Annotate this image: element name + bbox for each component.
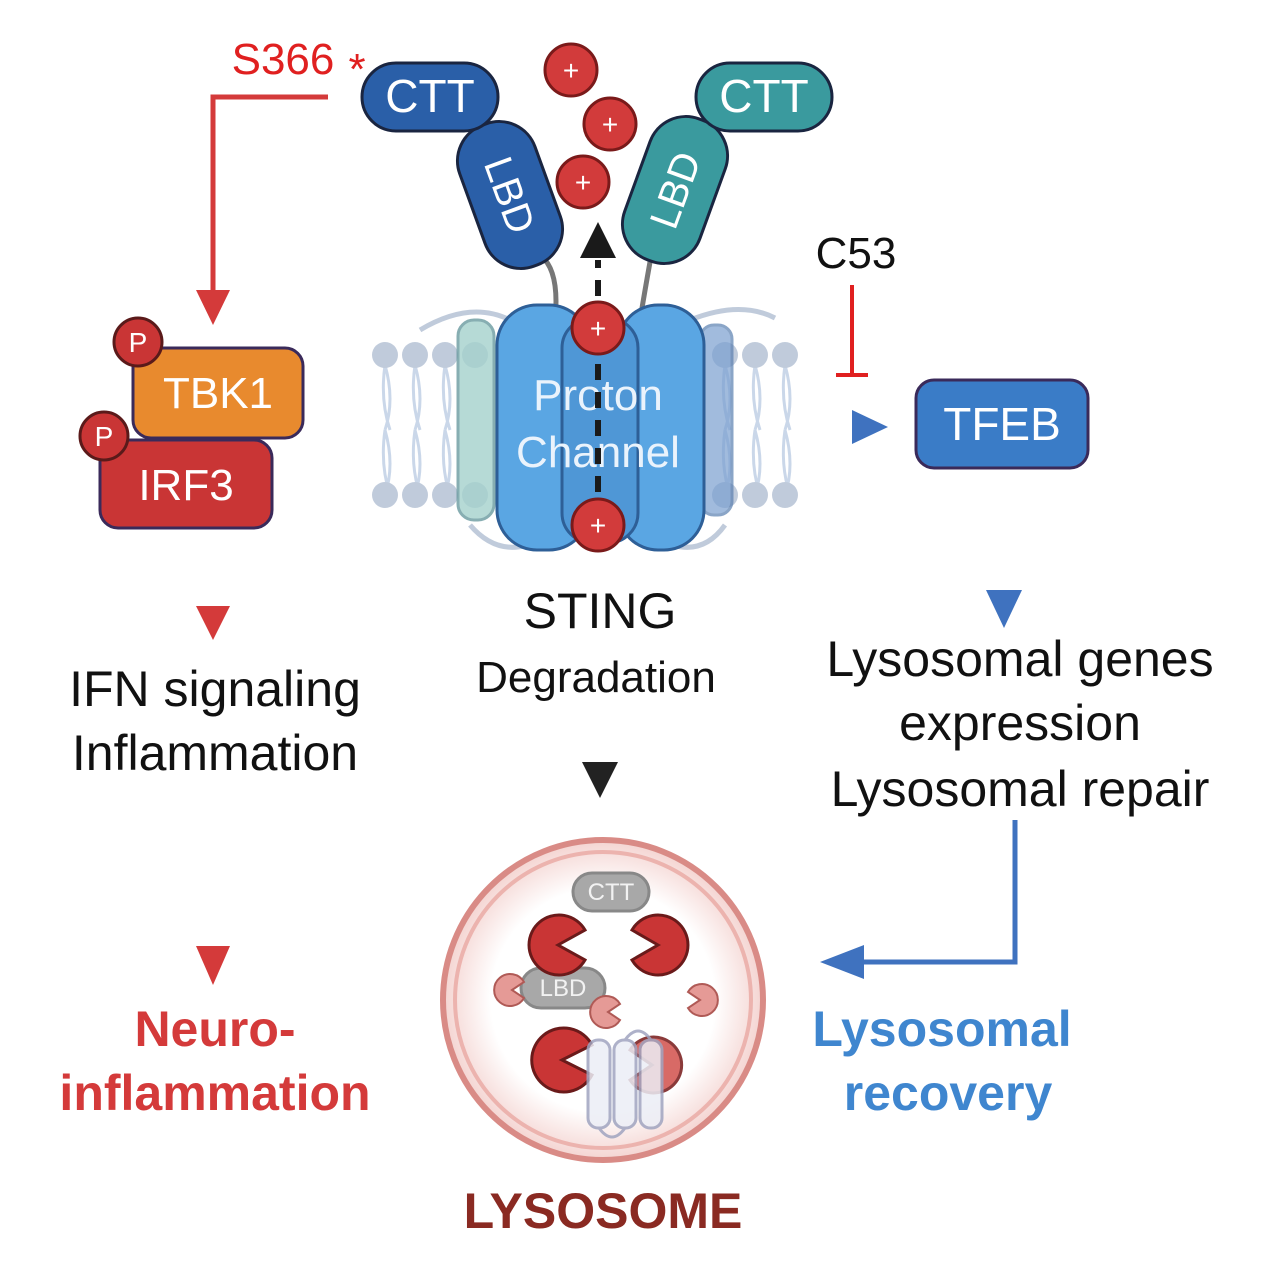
lysosomal-recovery-line2: recovery <box>844 1065 1053 1121</box>
proton-ion: + <box>555 154 611 210</box>
sting-to-tfeb-arrow <box>735 410 888 444</box>
ifn-to-neuro-arrow <box>196 812 230 985</box>
tbk1-box: TBK1 <box>131 346 305 440</box>
proton-ion: + <box>543 42 599 98</box>
proton-channel <box>495 303 706 552</box>
svg-text:+: + <box>575 167 591 198</box>
tfeb-box: TFEB <box>914 378 1090 470</box>
lysosome: CTT LBD <box>440 837 766 1163</box>
right-ctt-label: CTT <box>719 70 808 122</box>
svg-text:+: + <box>590 510 606 541</box>
svg-text:+: + <box>602 109 618 140</box>
degraded-transmembrane <box>586 1029 664 1139</box>
svg-text:+: + <box>590 313 606 344</box>
inflammation-text: Inflammation <box>72 725 358 781</box>
right-ctt-domain: CTT <box>694 61 834 133</box>
irf3-phospho-badge: P <box>78 410 130 462</box>
lysosomal-protease <box>493 973 526 1007</box>
svg-text:+: + <box>563 55 579 86</box>
irf3-phospho-label: P <box>95 421 114 452</box>
lysosomal-recovery-line1: Lysosomal <box>812 1001 1071 1057</box>
ifn-signaling-text: IFN signaling <box>69 661 361 717</box>
left-ctt-domain: CTT <box>360 61 500 133</box>
right-lbd-domain: LBD <box>620 115 730 265</box>
s366-signal-arrow <box>196 94 328 325</box>
lysosome-lbd-label: LBD <box>540 975 587 1002</box>
lysosomal-protease <box>527 913 588 977</box>
degraded-ctt-fragment <box>571 871 651 913</box>
degradation-label: Degradation <box>476 653 716 702</box>
tfeb-label: TFEB <box>943 398 1061 450</box>
proton-ion: + <box>582 96 638 152</box>
neuroinflammation-line2: inflammation <box>59 1065 370 1121</box>
sting-label: STING <box>524 583 677 639</box>
irf3-label: IRF3 <box>138 461 233 510</box>
lysosomal-protease <box>629 913 690 977</box>
lysosomal-genes-text: Lysosomal genes <box>826 631 1213 687</box>
irf3-box: IRF3 <box>98 438 274 530</box>
left-lbd-domain: LBD <box>455 120 565 270</box>
irf3-to-ifn-arrow <box>196 565 230 640</box>
lysosomal-protease <box>530 1026 595 1094</box>
lysosomal-repair-text: Lysosomal repair <box>831 761 1210 817</box>
tfeb-to-genes-arrow <box>986 505 1022 628</box>
lysosomal-protease <box>589 995 622 1029</box>
proton-ion: + <box>570 497 626 553</box>
proton-flow-arrow <box>580 222 616 520</box>
left-ctt-label: CTT <box>385 70 474 122</box>
neuroinflammation-line1: Neuro- <box>134 1001 295 1057</box>
lysosome-ctt-label: CTT <box>588 879 635 906</box>
s366-star: * <box>348 45 365 94</box>
proton-ion: + <box>570 300 626 356</box>
tbk1-phospho-badge: P <box>112 316 164 368</box>
lysosomal-protease <box>686 983 719 1017</box>
tbk1-label: TBK1 <box>163 369 273 418</box>
c53-label: C53 <box>816 229 897 278</box>
expression-text: expression <box>899 695 1141 751</box>
degradation-to-lysosome-arrow <box>582 718 618 798</box>
left-side-helix <box>456 318 496 522</box>
lysosome-label: LYSOSOME <box>464 1183 743 1239</box>
tbk1-phospho-label: P <box>129 327 148 358</box>
c53-inhibition-bar <box>836 285 868 377</box>
s366-label: S366 <box>232 35 335 84</box>
repair-to-lysosome-arrow <box>820 820 1018 979</box>
